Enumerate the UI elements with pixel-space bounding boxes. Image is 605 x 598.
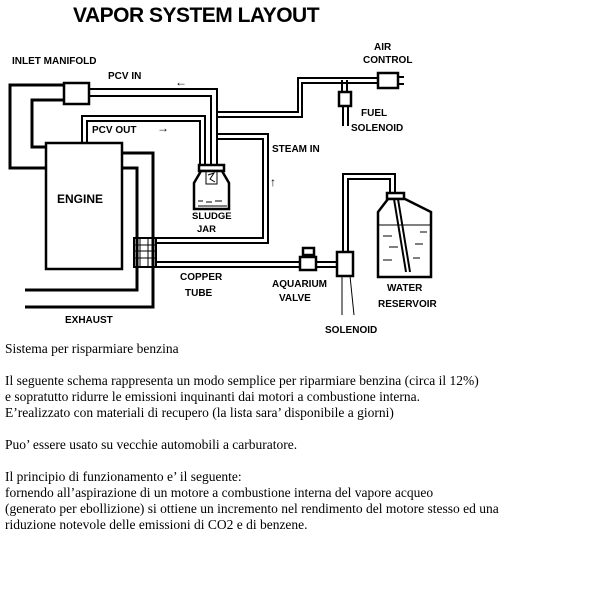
para2: Puo’ essere usato su vecchie automobili … [5,437,298,452]
description-text: Sistema per risparmiare benzina Il segue… [5,341,605,533]
label-control: CONTROL [363,55,412,66]
label-valve: VALVE [279,293,311,304]
para3-line2: fornendo all’aspirazione di un motore a … [5,485,434,500]
label-jar: JAR [197,224,216,235]
label-pcv-in: PCV IN [108,71,141,82]
arrow-steam-in: ↑ [270,175,276,189]
vapor-system-diagram: VAPOR SYSTEM LAYOUT [8,4,437,336]
label-exhaust: EXHAUST [65,315,113,326]
air-control-box [376,71,400,90]
para3-line3: (generato per ebollizione) si ottiene un… [5,501,499,516]
steam-in-pipe [155,133,269,244]
exhaust-pipe [25,151,155,309]
para1-line1: Il seguente schema rappresenta un modo s… [5,373,479,388]
label-steam-in: STEAM IN [272,144,320,155]
arrow-pcv-out: → [157,121,169,135]
diagram-title: VAPOR SYSTEM LAYOUT [73,4,320,27]
label-fuel: FUEL [361,108,387,119]
arrow-pcv-in: ← [175,75,187,89]
air-control-stub [398,76,404,85]
para3-line4: riduzione notevole delle emissioni di CO… [5,517,308,532]
label-pcv-out: PCV OUT [92,125,136,136]
pcv-out-pipe [81,115,206,165]
label-sludge: SLUDGE [192,211,232,222]
para1-line3: E’realizzato con materiali di recupero (… [5,405,394,420]
reservoir-pipe [342,173,396,252]
description-heading: Sistema per risparmiare benzina [5,341,179,356]
label-water: WATER [387,283,423,294]
water-line-pipe [156,261,300,268]
label-solenoid: SOLENOID [325,325,377,336]
sludge-jar [192,163,231,211]
label-inlet-manifold: INLET MANIFOLD [12,56,96,67]
label-air: AIR [374,42,392,53]
copper-tube-coil [133,237,157,268]
fuel-solenoid [337,80,353,126]
label-fuel-solenoid: SOLENOID [351,123,403,134]
label-copper: COPPER [180,272,223,283]
solenoid [335,250,355,316]
engine-box [44,141,124,271]
inlet-manifold-box [62,81,91,106]
label-reservoir: RESERVOIR [378,299,437,310]
label-engine: ENGINE [57,192,103,206]
water-reservoir [376,191,433,279]
label-tube: TUBE [185,288,213,299]
aquarium-valve [298,246,337,272]
label-aquarium: AQUARIUM [272,279,327,290]
para3-line1: Il principio di funzionamento e’ il segu… [5,469,242,484]
inlet-manifold-pipe [8,83,64,170]
air-fuel-pipe [217,77,380,118]
para1-line2: e sopratutto ridurre le emissioni inquin… [5,389,421,404]
